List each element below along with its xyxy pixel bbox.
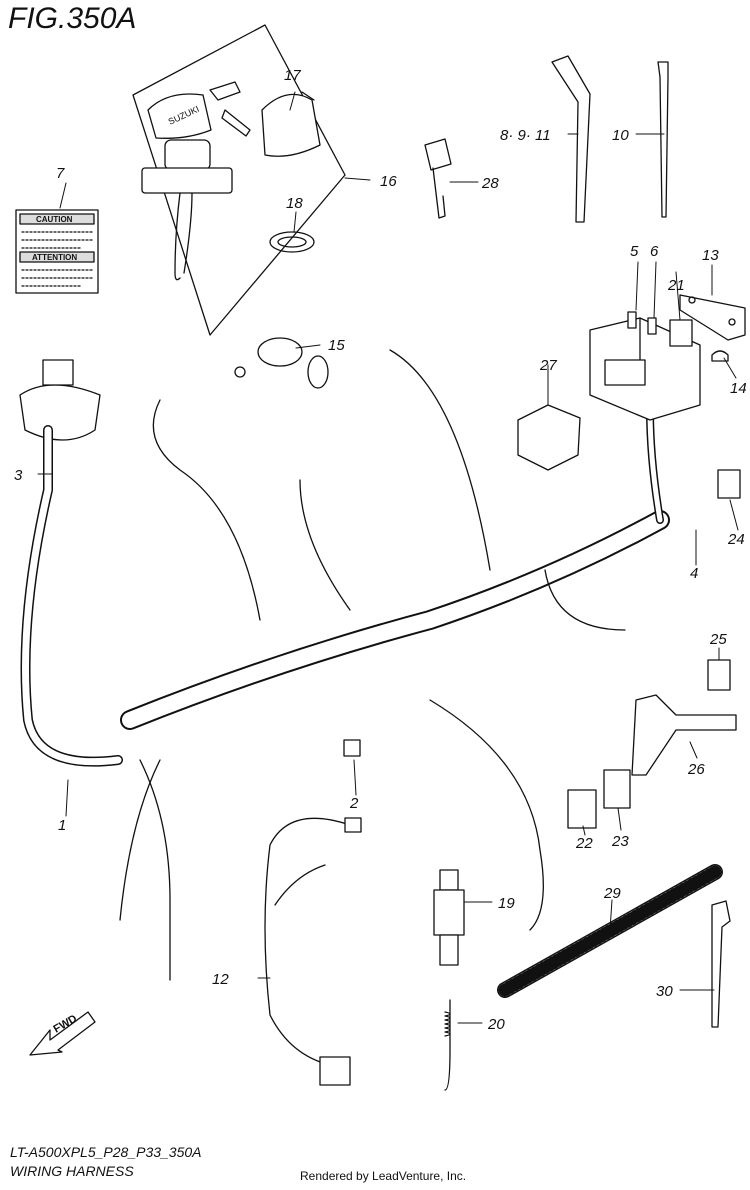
part-label-19: 19	[498, 895, 515, 912]
key	[424, 138, 452, 219]
fwd-arrow: FWD	[29, 1011, 96, 1056]
sub-harness-12	[264, 817, 362, 1086]
part-label-13: 13	[702, 247, 719, 264]
part-label-28: 28	[481, 175, 499, 192]
caution-text: CAUTION	[36, 215, 73, 224]
part-labels: 3 1 2 4 5 6 7 8· 9· 11 10 12 13 14 15 16…	[14, 67, 747, 1033]
part-label-1: 1	[58, 817, 66, 834]
figure-title: FIG.350A	[8, 2, 137, 35]
part-label-2: 2	[349, 795, 359, 812]
corrugated-tube	[497, 864, 723, 998]
part-label-23: 23	[611, 833, 629, 850]
part-label-5: 5	[630, 243, 639, 260]
part-label-7: 7	[56, 165, 65, 182]
part-label-25: 25	[709, 631, 727, 648]
part-label-29: 29	[603, 885, 621, 902]
part-label-24: 24	[727, 531, 745, 548]
fuses-relay	[627, 311, 693, 347]
cable-ties	[551, 55, 669, 223]
key-set-box	[132, 24, 346, 336]
power-socket	[234, 337, 329, 389]
figure-code: LT-A500XPL5_P28_P33_350A	[10, 1144, 202, 1160]
caution-label: CAUTION ATTENTION	[15, 209, 99, 294]
cable-tie-30	[711, 900, 731, 1028]
leader-lines	[37, 91, 739, 1024]
part-label-12: 12	[212, 971, 229, 988]
relay	[517, 404, 581, 471]
part-label-16: 16	[380, 173, 397, 190]
oxygen-sensor	[433, 869, 465, 966]
attention-text: ATTENTION	[32, 253, 77, 262]
figure-name: WIRING HARNESS	[10, 1163, 134, 1179]
main-harness-left	[19, 359, 123, 767]
part-label-4: 4	[690, 565, 698, 582]
part-label-3: 3	[14, 467, 23, 484]
part-label-17: 17	[284, 67, 301, 84]
part-label-8-9-11: 8· 9· 11	[500, 127, 551, 144]
part-label-20: 20	[487, 1016, 505, 1033]
ignition-switch: SUZUKI	[141, 81, 251, 281]
lock-ring	[269, 231, 315, 253]
spring	[444, 999, 451, 1091]
part-label-18: 18	[286, 195, 303, 212]
part-label-27: 27	[539, 357, 557, 374]
part-label-22: 22	[575, 835, 593, 852]
part-label-21: 21	[667, 277, 685, 294]
part-label-6: 6	[650, 243, 659, 260]
part-label-15: 15	[328, 337, 345, 354]
part-label-26: 26	[687, 761, 705, 778]
render-credit: Rendered by LeadVenture, Inc.	[300, 1169, 467, 1183]
part-label-14: 14	[730, 380, 747, 397]
main-harness-trunk	[119, 349, 670, 981]
bracket	[679, 294, 746, 362]
part-label-30: 30	[656, 983, 673, 1000]
small-parts	[343, 469, 741, 829]
key-cap	[261, 91, 321, 157]
part-label-10: 10	[612, 127, 629, 144]
